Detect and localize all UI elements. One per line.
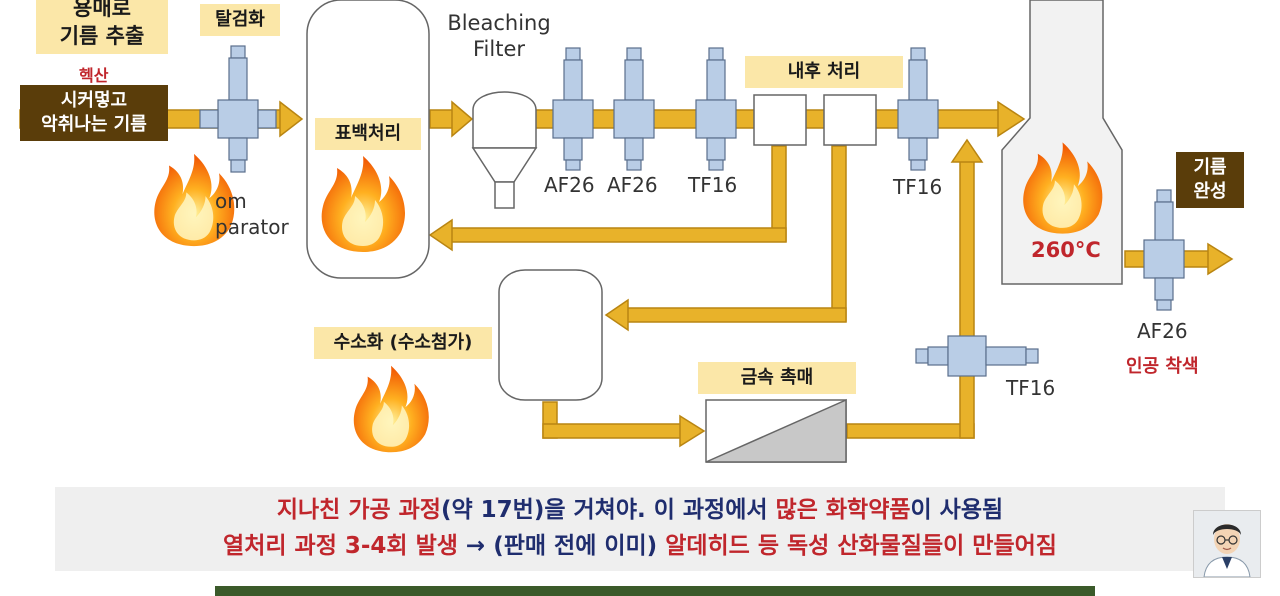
valve-label-tf16: TF16	[893, 175, 943, 199]
solvent-extraction-label: 용매로 기름 추출	[36, 0, 168, 54]
caption-box: 지나친 가공 과정(약 17번)을 거쳐야. 이 과정에서 많은 화학약품이 사…	[55, 487, 1225, 571]
metal-catalyst-label: 금속 촉매	[698, 362, 856, 394]
hexane-label: 헥산	[79, 66, 109, 85]
valve-icon	[199, 45, 1185, 377]
valve-label-af26: AF26	[544, 173, 595, 197]
metal-catalyst-box	[705, 398, 847, 463]
winterization-box-2	[823, 94, 877, 146]
valve-label-af26: AF26	[607, 173, 658, 197]
degumming-label: 탈검화	[200, 4, 280, 36]
bleaching-label: 표백처리	[315, 118, 421, 150]
winterization-box-1	[753, 94, 807, 146]
caption-line-2: 열처리 과정 3-4회 발생 → (판매 전에 이미) 알데히드 등 독성 산화…	[223, 533, 1057, 559]
bleaching-filter	[471, 91, 538, 209]
avatar-icon	[1194, 511, 1260, 578]
temperature-label: 260°C	[1031, 238, 1101, 262]
hydrogenation-label: 수소화 (수소첨가)	[314, 327, 492, 359]
flame-icon	[353, 365, 429, 453]
subtitle-bar	[215, 586, 1095, 596]
hydrogenation-tank	[498, 269, 603, 401]
separator-label: om parator	[215, 189, 289, 239]
caption-line-1: 지나친 가공 과정(약 17번)을 거쳐야. 이 과정에서 많은 화학약품이 사…	[276, 497, 1004, 523]
rancid-oil-label: 시커멓고 악취나는 기름	[20, 85, 168, 141]
oil-complete-label: 기름 완성	[1176, 152, 1244, 208]
valve-label-af26: AF26	[1137, 319, 1188, 343]
bleaching-filter-label: Bleaching Filter	[447, 11, 551, 61]
presenter-avatar	[1193, 510, 1261, 578]
winterization-label: 내후 처리	[745, 56, 903, 88]
artificial-coloring-label: 인공 착색	[1126, 356, 1199, 377]
valve-label-tf16: TF16	[688, 173, 738, 197]
valve-label-tf16: TF16	[1006, 376, 1056, 400]
